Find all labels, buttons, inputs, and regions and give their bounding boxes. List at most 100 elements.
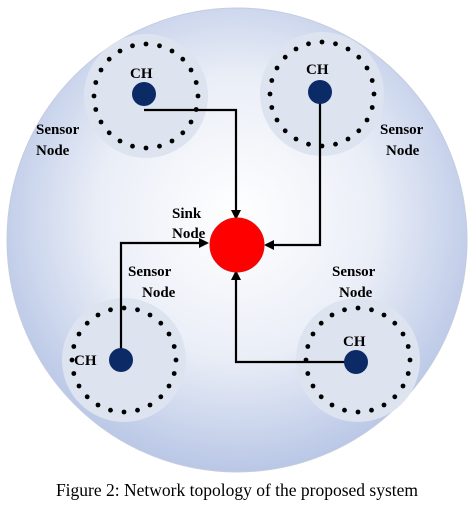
sensor-node-dot [369, 307, 374, 313]
sensor-label-top-right-line2: Node [386, 143, 420, 159]
sensor-label-top-left-line1: Sensor [36, 122, 80, 138]
sensor-label-bottom-left-line2: Node [142, 285, 176, 301]
sensor-node-dot [381, 402, 387, 408]
sensor-node-dot [108, 307, 113, 313]
ch-label-bottom-left: CH [74, 353, 97, 369]
sensor-node-dot [147, 402, 153, 408]
sensor-node-dot [310, 383, 316, 389]
sensor-node-dot [305, 344, 311, 349]
sensor-label-bottom-left-line1: Sensor [128, 264, 172, 280]
sensor-node-dot [345, 46, 351, 52]
ch-label-top-right: CH [306, 62, 329, 78]
sensor-node-dot [355, 409, 361, 415]
sensor-node-dot [293, 136, 299, 142]
sensor-node-dot [180, 130, 186, 136]
sensor-node-dot [364, 65, 370, 71]
sensor-node-dot [381, 312, 387, 318]
sensor-node-dot [71, 344, 77, 349]
sensor-node-dot [364, 117, 370, 123]
sensor-node-dot [71, 371, 77, 376]
cluster-head-top-left [132, 82, 156, 106]
sensor-node-dot [269, 105, 275, 110]
sensor-node-dot [193, 80, 199, 85]
sensor-node-dot [91, 93, 97, 99]
sensor-node-dot [405, 371, 411, 376]
sensor-node-dot [98, 67, 104, 73]
sensor-node-dot [267, 91, 273, 97]
sensor-node-dot [135, 407, 140, 413]
sensor-node-dot [143, 145, 149, 151]
sensor-dots-bottom-left [69, 305, 179, 415]
sensor-node-dot [392, 320, 398, 326]
sensor-node-dot [400, 331, 406, 337]
sensor-node-dot [93, 80, 99, 85]
sensor-node-dot [371, 91, 377, 97]
sensor-node-dot [117, 48, 123, 54]
sensor-node-dot [355, 305, 361, 311]
sink-label-line1: Sink [172, 206, 202, 222]
sensor-node-dot [106, 56, 112, 62]
sensor-node-dot [188, 67, 194, 73]
cluster-head-bottom-left [109, 348, 133, 372]
sensor-node-dot [117, 138, 123, 144]
sensor-node-dot [95, 312, 101, 318]
sensor-node-dot [158, 394, 164, 400]
link-top-left-to-sink [144, 108, 241, 220]
sensor-node-dot [342, 407, 347, 413]
sensor-node-dot [121, 409, 127, 415]
link-top-right-to-sink [264, 92, 322, 250]
sensor-node-dot [130, 43, 135, 49]
sensor-node-dot [400, 383, 406, 389]
sensor-node-dot [329, 402, 335, 408]
sensor-node-dot [135, 307, 140, 313]
sensor-node-dot [95, 402, 101, 408]
sensor-node-dot [293, 46, 299, 52]
sensor-node-dot [157, 143, 162, 149]
sensor-node-dot [282, 54, 288, 60]
sensor-node-dot [318, 394, 324, 400]
sensor-node-dot [166, 383, 172, 389]
sensor-node-dot [157, 43, 162, 49]
sensor-node-dot [369, 407, 374, 413]
sensor-node-dot [269, 78, 275, 83]
sensor-node-dot [169, 138, 175, 144]
ch-label-top-left: CH [130, 66, 153, 82]
sensor-node-dot [143, 41, 149, 47]
sensor-node-dot [306, 41, 311, 47]
sensor-node-dot [306, 141, 311, 147]
sensor-label-bottom-right-line1: Sensor [332, 264, 376, 280]
sensor-node-dot [369, 105, 375, 110]
sensor-node-dot [108, 407, 113, 413]
sensor-node-dot [310, 331, 316, 337]
sensor-node-dot [195, 93, 201, 99]
sensor-node-dot [171, 371, 177, 376]
sensor-node-dot [166, 331, 172, 337]
sensor-node-dot [369, 78, 375, 83]
figure-caption: Figure 2: Network topology of the propos… [55, 480, 419, 500]
sensor-node-dot [274, 117, 280, 123]
sensor-node-dot [158, 320, 164, 326]
sensor-node-dot [98, 119, 104, 125]
sensor-node-dot [180, 56, 186, 62]
sensor-node-dot [171, 344, 177, 349]
sensor-node-dot [130, 143, 135, 149]
sensor-label-top-right-line1: Sensor [380, 122, 424, 138]
sensor-node-dot [282, 128, 288, 134]
sensor-node-dot [169, 48, 175, 54]
sink-label-line2: Node [172, 226, 206, 242]
link-bottom-right-to-sink [231, 270, 356, 364]
sensor-node-dot [173, 357, 179, 363]
sensor-node-dot [84, 320, 90, 326]
sensor-node-dot [147, 312, 153, 318]
sensor-node-dot [356, 128, 362, 134]
sensor-label-bottom-right-line2: Node [339, 285, 373, 301]
sensor-node-dot [76, 331, 82, 337]
sensor-node-dot [106, 130, 112, 136]
link-bottom-left-to-sink [119, 238, 209, 360]
sensor-node-dot [121, 305, 127, 311]
sensor-node-dot [342, 307, 347, 313]
sink-node [209, 217, 265, 273]
sensor-node-dot [93, 107, 99, 112]
sensor-node-dot [84, 394, 90, 400]
